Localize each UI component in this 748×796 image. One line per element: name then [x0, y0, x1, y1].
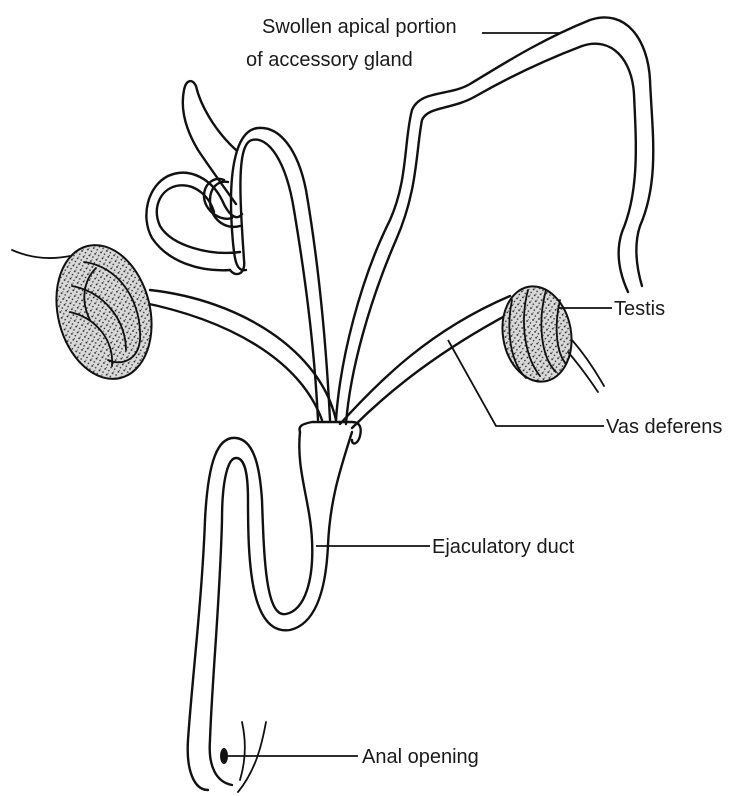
label-anal-opening: Anal opening	[362, 746, 479, 768]
label-accessory-gland-line1: Swollen apical portion	[262, 16, 457, 38]
label-testis: Testis	[614, 298, 665, 320]
right-accessory-gland	[336, 17, 653, 424]
left-accessory-gland	[146, 81, 330, 420]
label-accessory-gland-line2: of accessory gland	[246, 49, 413, 71]
left-vas-deferens	[140, 290, 336, 420]
left-testis	[12, 235, 165, 389]
right-vas-deferens	[340, 296, 516, 428]
ejaculatory-duct	[188, 432, 352, 792]
label-ejaculatory-duct: Ejaculatory duct	[432, 536, 575, 558]
label-vas-deferens: Vas deferens	[606, 416, 722, 438]
right-testis	[495, 281, 604, 392]
